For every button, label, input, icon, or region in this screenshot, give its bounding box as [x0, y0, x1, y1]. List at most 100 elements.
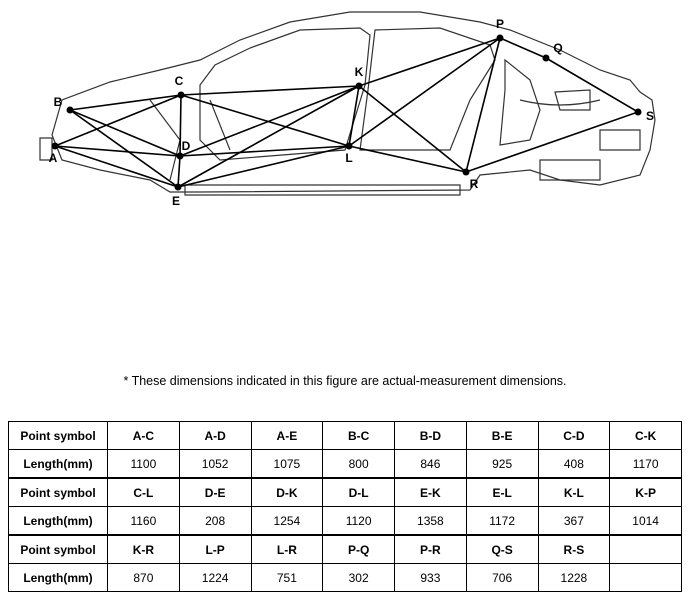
length-cell: 933	[394, 563, 467, 592]
row-header-point-symbol: Point symbol	[8, 421, 108, 450]
line-K-P	[358, 37, 501, 87]
line-E-L	[177, 145, 350, 188]
point-symbol-cell: D-L	[322, 477, 395, 507]
length-cell: 846	[394, 449, 467, 479]
point-label-S: S	[646, 109, 654, 123]
line-L-R	[348, 145, 467, 173]
line-C-L	[180, 94, 350, 147]
length-cell	[609, 563, 682, 592]
line-P-Q	[499, 37, 547, 59]
point-label-E: E	[172, 194, 180, 208]
line-R-S	[465, 111, 639, 173]
point-label-A: A	[49, 151, 58, 165]
point-R	[462, 168, 470, 176]
length-cell: 1228	[537, 563, 611, 592]
point-A	[51, 142, 59, 150]
point-symbol-cell: C-L	[107, 477, 180, 507]
point-symbol-cell: L-P	[178, 534, 252, 564]
point-symbol-cell: P-R	[394, 534, 467, 564]
line-B-E	[69, 109, 179, 188]
point-label-D: D	[182, 139, 191, 153]
line-D-E	[177, 155, 181, 188]
line-P-R	[465, 37, 501, 173]
point-symbol-cell: L-R	[250, 534, 324, 564]
line-A-E	[54, 145, 179, 188]
length-cell: 925	[465, 449, 539, 479]
point-symbol-cell: Q-S	[465, 534, 539, 564]
point-symbol-cell: B-D	[394, 421, 467, 450]
line-A-C	[54, 94, 182, 147]
line-D-L	[179, 145, 350, 157]
length-cell: 302	[322, 563, 395, 592]
length-cell: 706	[465, 563, 539, 592]
length-cell: 367	[537, 506, 611, 536]
point-label-R: R	[470, 177, 479, 191]
length-cell: 1120	[322, 506, 395, 536]
row-header-length: Length(mm)	[8, 506, 108, 536]
point-K	[355, 82, 363, 90]
line-L-P	[348, 37, 501, 147]
point-label-L: L	[345, 151, 352, 165]
point-label-Q: Q	[553, 41, 562, 55]
point-symbol-cell: D-E	[178, 477, 252, 507]
line-C-K	[180, 85, 360, 96]
point-P	[496, 34, 504, 42]
row-header-length: Length(mm)	[8, 449, 108, 479]
length-cell: 208	[178, 506, 252, 536]
length-cell: 1014	[609, 506, 682, 536]
point-Q	[542, 54, 550, 62]
row-header-point-symbol: Point symbol	[8, 534, 108, 564]
point-symbol-cell: B-C	[322, 421, 395, 450]
point-symbol-cell: K-L	[537, 477, 611, 507]
point-L	[345, 142, 353, 150]
length-cell: 751	[250, 563, 324, 592]
point-symbol-cell: E-K	[394, 477, 467, 507]
length-cell: 1075	[250, 449, 324, 479]
length-cell: 1052	[178, 449, 252, 479]
line-B-D	[69, 109, 181, 157]
length-cell: 1170	[609, 449, 682, 479]
point-symbol-cell: C-D	[537, 421, 611, 450]
point-symbol-cell: C-K	[609, 421, 682, 450]
point-C	[177, 91, 185, 99]
point-symbol-cell	[609, 534, 682, 564]
length-cell: 408	[537, 449, 611, 479]
point-symbol-cell: A-C	[107, 421, 180, 450]
point-label-K: K	[355, 65, 364, 79]
line-K-L	[348, 85, 360, 147]
row-header-point-symbol: Point symbol	[8, 477, 108, 507]
point-label-B: B	[54, 95, 63, 109]
line-D-K	[179, 85, 360, 157]
point-symbol-cell: K-R	[107, 534, 180, 564]
length-cell: 1254	[250, 506, 324, 536]
length-cell: 870	[107, 563, 180, 592]
point-symbol-cell: K-P	[609, 477, 682, 507]
point-symbol-cell: E-L	[465, 477, 539, 507]
line-A-D	[54, 145, 181, 157]
point-D	[176, 152, 184, 160]
line-E-K	[177, 85, 360, 188]
point-label-C: C	[175, 74, 184, 88]
length-cell: 1358	[394, 506, 467, 536]
length-cell: 1100	[107, 449, 180, 479]
point-symbol-cell: A-E	[250, 421, 324, 450]
car-body-outline	[39, 11, 656, 196]
line-K-R	[358, 85, 467, 173]
line-C-D	[179, 94, 182, 157]
point-symbol-cell: R-S	[537, 534, 611, 564]
length-cell: 1172	[465, 506, 539, 536]
length-cell: 1224	[178, 563, 252, 592]
point-symbol-cell: D-K	[250, 477, 324, 507]
length-cell: 800	[322, 449, 395, 479]
measurement-points	[51, 34, 642, 191]
point-symbol-cell: P-Q	[322, 534, 395, 564]
